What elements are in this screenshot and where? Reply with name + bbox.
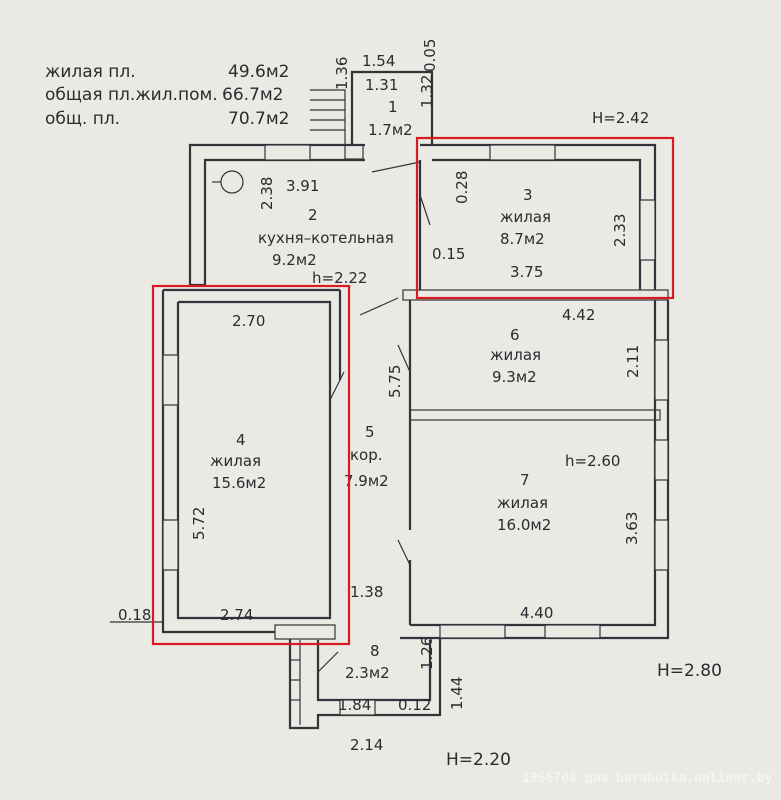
highlight-room4: [151, 284, 351, 646]
dimension-label: 1.26: [418, 637, 436, 670]
room6-name: жилая: [490, 346, 541, 364]
watermark: 1966708 для baraholka.onliner.by: [522, 771, 773, 786]
porch-door: [317, 651, 339, 673]
dimension-label: 0.18: [118, 606, 151, 624]
area-summary: жилая пл. 49.6м2 общая пл.жил.пом. 66.7м…: [45, 62, 290, 129]
height-label: H=2.80: [657, 661, 722, 681]
room3-door: [371, 161, 421, 173]
dimension-label: 0.05: [421, 39, 439, 72]
height-label: H=2.42: [592, 109, 649, 127]
dimension-label: 3.91: [286, 177, 319, 195]
vestibule-wall: [350, 70, 434, 145]
dimension-label: 2.74: [220, 606, 253, 624]
dimension-label: 4.40: [520, 604, 553, 622]
highlight-room3: [415, 136, 675, 300]
room2-area: 9.2м2: [272, 251, 317, 269]
window-icon: [439, 624, 506, 639]
total-area-value: 70.7м2: [228, 109, 290, 129]
room5-name: кор.: [350, 446, 383, 464]
room7-door: [397, 539, 411, 566]
dimension-label: 1.36: [333, 57, 351, 90]
dimension-label: 4.42: [562, 306, 595, 324]
room2-number: 2: [308, 206, 318, 224]
divider-6-7: [409, 409, 661, 421]
room7-name: жилая: [497, 494, 548, 512]
room4-number: 4: [236, 431, 246, 449]
height-label: H=2.20: [446, 750, 511, 770]
dimension-label: 1.84: [338, 696, 371, 714]
room6-area: 9.3м2: [492, 368, 537, 386]
dimension-label: 2.11: [624, 345, 642, 378]
dimension-label: 0.12: [398, 696, 431, 714]
room4-wall-inner: [176, 300, 332, 620]
dimension-label: 2.70: [232, 312, 265, 330]
height-label: h=2.22: [312, 269, 367, 287]
room4-name: жилая: [210, 452, 261, 470]
window-icon: [544, 624, 601, 639]
room1-area: 1.7м2: [368, 121, 413, 139]
kitchen-wall-inner: [203, 158, 365, 285]
window-icon: [639, 199, 656, 261]
window-icon: [264, 144, 311, 161]
room3-area: 8.7м2: [500, 230, 545, 248]
entrance-step: [274, 624, 336, 640]
living-area-label: жилая пл.: [45, 62, 136, 82]
room6-door: [397, 344, 411, 373]
dimension-label: 0.15: [432, 245, 465, 263]
window-icon: [489, 144, 556, 161]
corridor-door-top: [359, 297, 399, 316]
dimension-label: 2.38: [258, 177, 276, 210]
room3-number: 3: [523, 186, 533, 204]
dimension-label: 1.32: [418, 75, 436, 108]
dimension-labels: 1.54 0.05 1.36 1.31 1.32 2.38 3.91 0.28 …: [110, 39, 642, 754]
room5-area: 7.9м2: [344, 472, 389, 490]
window-icon: [654, 439, 669, 481]
window-icon: [654, 519, 669, 571]
windows: [162, 144, 669, 716]
stairs-outline: [310, 89, 346, 146]
total-living-label: общая пл.жил.пом.: [45, 85, 218, 105]
dimension-label: 3.75: [510, 263, 543, 281]
dimension-label: 2.33: [611, 214, 629, 247]
room7-number: 7: [520, 471, 530, 489]
dimension-label: 1.44: [448, 677, 466, 710]
dimension-label: 2.14: [350, 736, 383, 754]
room5-number: 5: [365, 423, 375, 441]
room8-number: 8: [370, 642, 380, 660]
dimension-label: 1.31: [365, 76, 398, 94]
height-labels: H=2.42 h=2.22 h=2.60 H=2.80 H=2.20: [312, 109, 722, 770]
living-area-value: 49.6м2: [228, 62, 290, 82]
total-area-label: общ. пл.: [45, 109, 120, 129]
boiler-icon: [220, 170, 244, 194]
room7-area: 16.0м2: [497, 516, 551, 534]
total-living-value: 66.7м2: [222, 85, 284, 105]
window-icon: [339, 699, 376, 716]
dimension-label: 1.38: [350, 583, 383, 601]
vestibule-step: [344, 144, 364, 160]
window-icon: [162, 519, 179, 571]
dimension-label: 5.75: [386, 365, 404, 398]
porch-wall-outer: [288, 632, 442, 730]
room6-number: 6: [510, 326, 520, 344]
room2-name: кухня–котельная: [258, 229, 394, 247]
room-labels: 1 1.7м2 2 кухня–котельная 9.2м2 3 жилая …: [210, 98, 551, 682]
dimension-label: 5.72: [190, 507, 208, 540]
room8-area: 2.3м2: [345, 664, 390, 682]
window-icon: [654, 339, 669, 401]
height-label: h=2.60: [565, 452, 620, 470]
dimension-label: 1.54: [362, 52, 395, 70]
room4-door: [329, 371, 345, 401]
window-icon: [162, 354, 179, 406]
room4-area: 15.6м2: [212, 474, 266, 492]
room3-name: жилая: [500, 208, 551, 226]
room1-number: 1: [388, 98, 398, 116]
dimension-label: 3.63: [623, 512, 641, 545]
divider-3-6: [402, 289, 669, 301]
dimension-label: 0.28: [453, 171, 471, 204]
